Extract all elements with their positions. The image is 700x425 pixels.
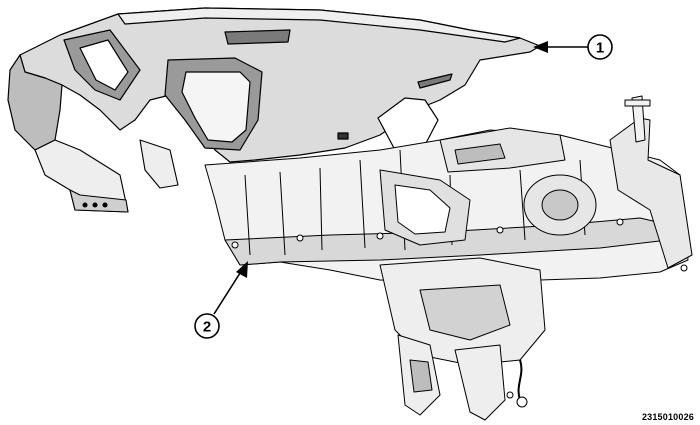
callout-2-leader bbox=[213, 269, 243, 315]
callout-1-label: 1 bbox=[596, 40, 604, 57]
callout-1-circle bbox=[587, 34, 613, 60]
instrument-panel-pad bbox=[7, 7, 541, 163]
left-support-bracket bbox=[34, 139, 179, 213]
callout-2: 2 bbox=[194, 261, 248, 339]
callout-2-circle bbox=[194, 313, 220, 339]
callout-2-arrowhead bbox=[236, 261, 248, 278]
steering-column-support bbox=[379, 257, 546, 421]
callout-1-arrowhead bbox=[533, 41, 548, 53]
cross-car-beam bbox=[204, 95, 693, 286]
callout-1: 1 bbox=[533, 34, 613, 60]
callout-2-label: 2 bbox=[203, 319, 211, 336]
figure-code: 2315010026 bbox=[641, 412, 694, 422]
